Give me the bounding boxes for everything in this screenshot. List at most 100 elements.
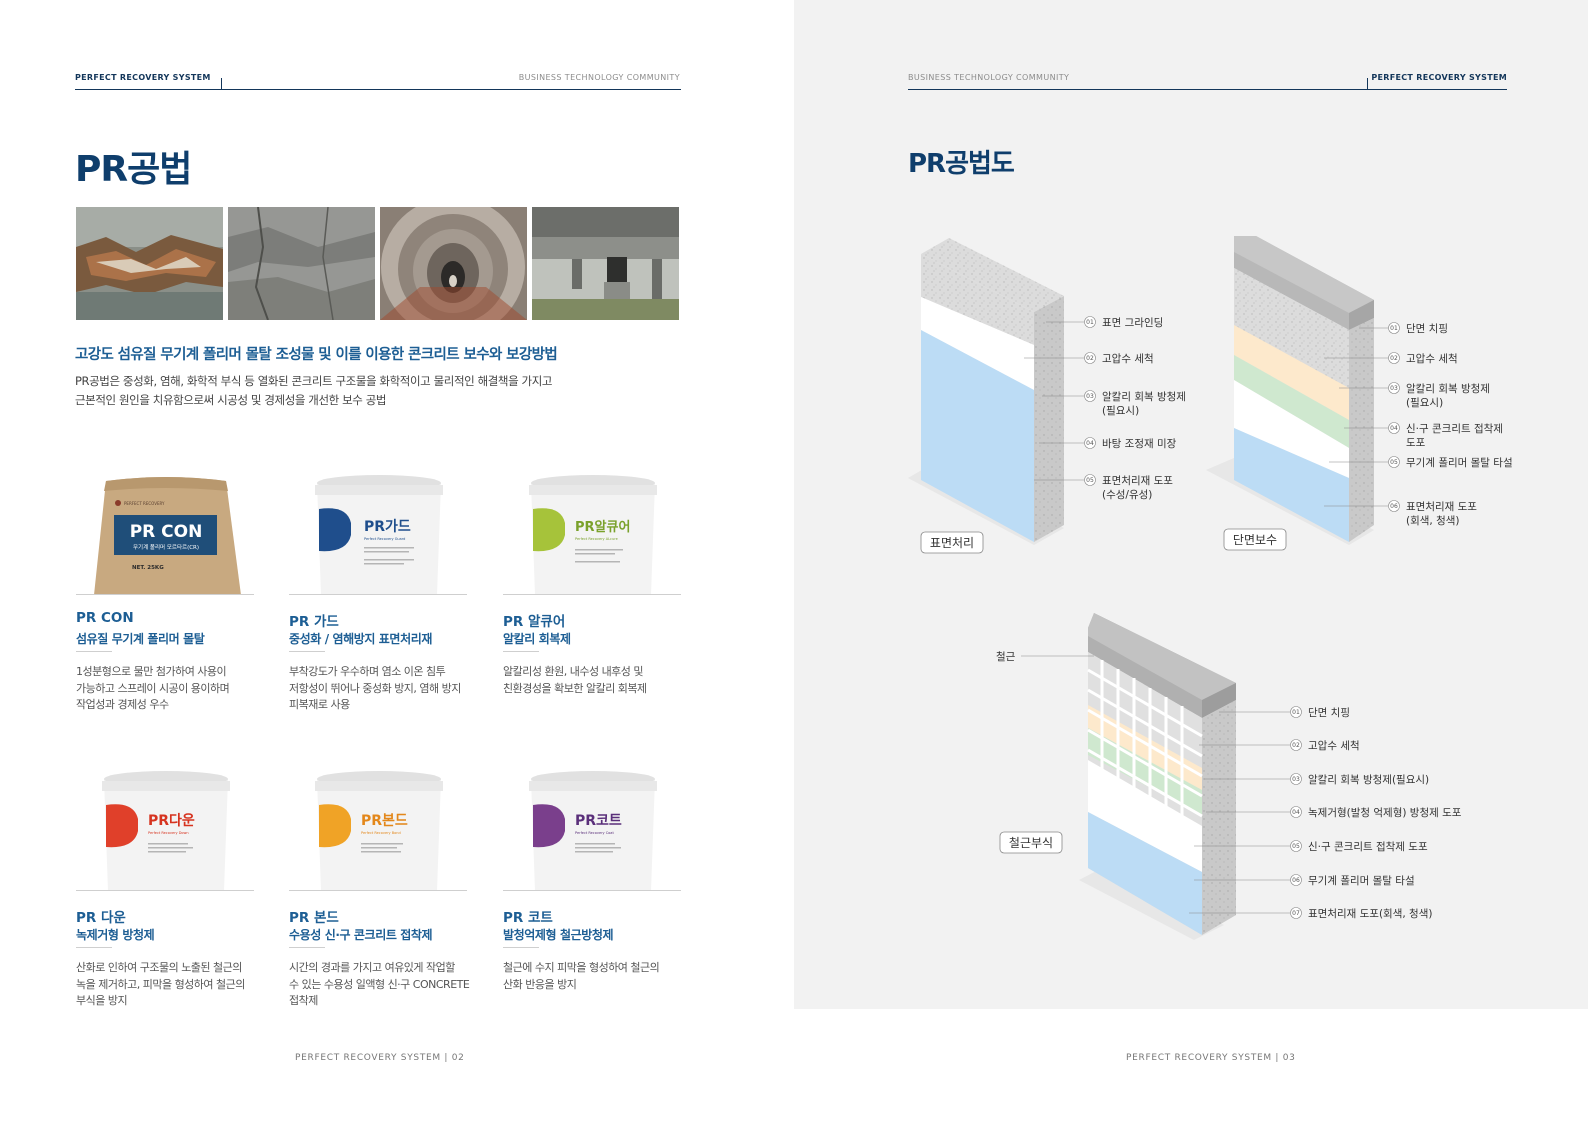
product-category: 알칼리 회복제 bbox=[503, 632, 571, 646]
svg-text:02: 02 bbox=[1292, 742, 1300, 749]
svg-text:02: 02 bbox=[1390, 355, 1398, 362]
method-description-line-2: 근본적인 원인을 치유함으로써 시공성 및 경제성을 개선한 보수 공법 bbox=[75, 393, 387, 407]
header-left-label: PERFECT RECOVERY SYSTEM bbox=[75, 73, 211, 82]
method-subtitle: 고강도 섬유질 무기계 폴리머 몰탈 조성물 및 이를 이용한 콘크리트 보수와… bbox=[75, 347, 558, 363]
product-short-rule bbox=[289, 947, 325, 948]
svg-text:고압수 세척: 고압수 세척 bbox=[1308, 739, 1360, 752]
svg-text:01: 01 bbox=[1086, 319, 1094, 326]
page-title: PR공법 bbox=[75, 149, 192, 190]
product-separator bbox=[503, 890, 681, 891]
pkg-brand-pr-bond: PR본드 bbox=[361, 813, 408, 829]
svg-text:표면처리재 도포: 표면처리재 도포 bbox=[1102, 475, 1173, 487]
product-name: PR 가드 bbox=[289, 614, 339, 630]
diagram-section-repair: 01 단면 치핑 02 고압수 세척 03 알칼리 회복 방청제 (필요시) 0… bbox=[1206, 236, 1513, 551]
svg-text:신·구 콘크리트 접착제: 신·구 콘크리트 접착제 bbox=[1406, 423, 1503, 435]
svg-text:(필요시): (필요시) bbox=[1406, 397, 1443, 409]
product-image-pr-con: PERFECT RECOVERY PR CON 무기계 폴리머 모르타르(CR)… bbox=[76, 473, 254, 595]
page-footer-left: PERFECT RECOVERY SYSTEM | 02 bbox=[295, 1053, 465, 1063]
header-rule bbox=[908, 89, 1507, 90]
product-category: 중성화 / 염해방지 표면처리재 bbox=[289, 632, 432, 646]
product-category: 녹제거형 방청제 bbox=[76, 928, 155, 942]
product-description: 부착강도가 우수하며 염소 이온 침투 저항성이 뛰어나 중성화 방지, 염해 … bbox=[289, 665, 461, 711]
svg-text:단면 치핑: 단면 치핑 bbox=[1406, 323, 1448, 335]
photo-bridge-pier bbox=[532, 207, 679, 320]
svg-text:표면처리재 도포: 표면처리재 도포 bbox=[1406, 501, 1477, 513]
svg-text:01: 01 bbox=[1292, 709, 1300, 716]
left-page: PERFECT RECOVERY SYSTEM BUSINESS TECHNOL… bbox=[75, 73, 681, 1063]
pkg-weight-pr-con: NET. 25KG bbox=[132, 565, 164, 571]
header-right-label: PERFECT RECOVERY SYSTEM bbox=[1371, 73, 1507, 82]
rebar-diagram-label: 철근부식 bbox=[1009, 836, 1053, 850]
pkg-en-pr-down: Perfect Recovery Down bbox=[148, 831, 189, 835]
product-name: PR CON bbox=[76, 610, 134, 626]
diagram-surface-treatment: 01 표면 그라인딩 02 고압수 세척 03 알칼리 회복 방청제 (필요시)… bbox=[908, 238, 1186, 554]
svg-text:03: 03 bbox=[1086, 393, 1094, 400]
pkg-en-pr-guard: Perfect Recovery Guard bbox=[364, 537, 405, 541]
product-description: 1성분형으로 물만 첨가하여 사용이 가능하고 스프레이 시공이 용이하며 작업… bbox=[76, 665, 230, 711]
product-separator bbox=[76, 890, 254, 891]
svg-text:05: 05 bbox=[1292, 843, 1300, 850]
product-description: 알칼리성 환원, 내수성 내후성 및 친환경성을 확보한 알칼리 회복제 bbox=[503, 665, 647, 695]
product-image-pr-bond: PR본드 Perfect Recovery Bond bbox=[289, 769, 467, 891]
pkg-brand-pr-coat: PR코트 bbox=[575, 813, 622, 829]
svg-text:고압수 세척: 고압수 세척 bbox=[1102, 352, 1154, 365]
svg-text:알칼리 회복 방청제: 알칼리 회복 방청제 bbox=[1102, 390, 1186, 403]
product-description: 시간의 경과를 가지고 여유있게 작업할 수 있는 수용성 일액형 신·구 CO… bbox=[289, 961, 470, 1007]
svg-text:단면 치핑: 단면 치핑 bbox=[1308, 707, 1350, 719]
product-short-rule bbox=[289, 651, 325, 652]
svg-text:녹제거형(발청 억제형) 방청제 도포: 녹제거형(발청 억제형) 방청제 도포 bbox=[1308, 807, 1462, 819]
page-title: PR공법도 bbox=[908, 149, 1015, 179]
surface-diagram-label: 표면처리 bbox=[930, 536, 974, 550]
product-name: PR 본드 bbox=[289, 910, 339, 926]
product-image-pr-coat: PR코트 Perfect Recovery Coat bbox=[503, 769, 681, 891]
pkg-brand-pr-guard: PR가드 bbox=[364, 519, 411, 535]
svg-text:무기계 폴리머 몰탈 타설: 무기계 폴리머 몰탈 타설 bbox=[1406, 456, 1513, 469]
surface-steps: 01 표면 그라인딩 02 고압수 세척 03 알칼리 회복 방청제 (필요시)… bbox=[1084, 316, 1186, 501]
product-separator bbox=[503, 594, 681, 595]
svg-text:(수성/유성): (수성/유성) bbox=[1102, 489, 1152, 501]
product-name: PR 다운 bbox=[76, 910, 126, 926]
product-short-rule bbox=[503, 651, 539, 652]
section-steps: 01 단면 치핑 02 고압수 세척 03 알칼리 회복 방청제 (필요시) 0… bbox=[1388, 322, 1513, 527]
svg-text:바탕 조정재 미장: 바탕 조정재 미장 bbox=[1102, 438, 1177, 450]
header-rule bbox=[75, 89, 681, 90]
product-name: PR 알큐어 bbox=[503, 614, 566, 630]
svg-text:03: 03 bbox=[1390, 385, 1398, 392]
product-description: 철근에 수지 피막을 형성하여 철근의 산화 반응을 방지 bbox=[503, 961, 660, 991]
photo-corroded-concrete bbox=[76, 207, 223, 320]
product-category: 발청억제형 철근방청제 bbox=[503, 928, 614, 942]
rebar-steps: 01 단면 치핑 02 고압수 세척 03 알칼리 회복 방청제(필요시) 04… bbox=[1290, 706, 1462, 920]
product-name: PR 코트 bbox=[503, 910, 553, 926]
svg-text:신·구 콘크리트 접착제 도포: 신·구 콘크리트 접착제 도포 bbox=[1308, 841, 1428, 853]
svg-text:PERFECT RECOVERY: PERFECT RECOVERY bbox=[124, 501, 165, 506]
product-short-rule bbox=[76, 651, 112, 652]
svg-text:07: 07 bbox=[1292, 910, 1300, 917]
product-category: 수용성 신·구 콘크리트 접착제 bbox=[289, 928, 433, 942]
pkg-en-pr-alcure: Perfect Recovery ALcure bbox=[575, 537, 618, 541]
svg-text:03: 03 bbox=[1292, 776, 1300, 783]
pkg-brand-pr-con: PR CON bbox=[130, 522, 203, 542]
diagram-rebar-corrosion: 철근 01 단면 치핑 02 고압수 세척 03 알칼리 회복 방청제(필요시)… bbox=[996, 613, 1462, 940]
product-category: 섬유질 무기계 폴리머 몰탈 bbox=[76, 632, 205, 646]
svg-text:02: 02 bbox=[1086, 355, 1094, 362]
svg-text:04: 04 bbox=[1390, 425, 1398, 432]
svg-text:표면 그라인딩: 표면 그라인딩 bbox=[1102, 317, 1163, 329]
page-footer-right: PERFECT RECOVERY SYSTEM | 03 bbox=[1126, 1053, 1296, 1063]
product-image-pr-down: PR다운 Perfect Recovery Down bbox=[76, 769, 254, 891]
rebar-label: 철근 bbox=[996, 651, 1016, 663]
photo-cracked-wall bbox=[228, 207, 375, 320]
product-image-pr-guard: PR가드 Perfect Recovery Guard bbox=[289, 473, 467, 595]
pkg-sub-pr-con: 무기계 폴리머 모르타르(CR) bbox=[133, 543, 199, 551]
svg-text:04: 04 bbox=[1086, 440, 1094, 447]
pkg-en-pr-bond: Perfect Recovery Bond bbox=[361, 831, 401, 835]
product-separator bbox=[289, 594, 467, 595]
rebar-grid bbox=[1087, 660, 1203, 818]
svg-text:알칼리 회복 방청제: 알칼리 회복 방청제 bbox=[1406, 382, 1490, 395]
svg-text:05: 05 bbox=[1086, 477, 1094, 484]
svg-text:(회색, 청색): (회색, 청색) bbox=[1406, 515, 1460, 527]
svg-text:(필요시): (필요시) bbox=[1102, 405, 1139, 417]
svg-text:표면처리재 도포(회색, 청색): 표면처리재 도포(회색, 청색) bbox=[1308, 908, 1432, 920]
product-image-pr-alcure: PR알큐어 Perfect Recovery ALcure bbox=[503, 473, 681, 595]
svg-text:01: 01 bbox=[1390, 325, 1398, 332]
svg-text:06: 06 bbox=[1292, 877, 1300, 884]
